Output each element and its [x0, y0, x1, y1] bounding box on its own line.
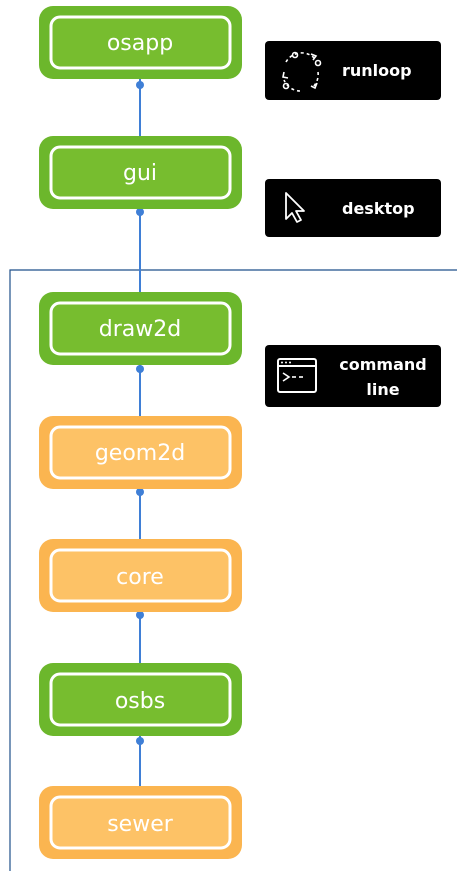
node-label: geom2d: [95, 441, 185, 466]
node-label: draw2d: [99, 317, 181, 342]
node-sewer[interactable]: sewer: [39, 786, 242, 859]
runloop-cycle-icon: [282, 51, 322, 92]
badge-command-line: command line: [265, 345, 441, 407]
node-gui[interactable]: gui: [39, 136, 242, 209]
node-label: gui: [123, 161, 157, 186]
connector-dot: [136, 81, 144, 89]
connector-dot: [136, 488, 144, 496]
mouse-pointer-icon: [285, 192, 305, 223]
badge-runloop: runloop: [265, 41, 441, 100]
node-label: core: [116, 565, 164, 590]
node-label: osapp: [107, 31, 173, 56]
connector-dot: [136, 208, 144, 216]
connector-dot: [136, 611, 144, 619]
node-geom2d[interactable]: geom2d: [39, 416, 242, 489]
node-core[interactable]: core: [39, 539, 242, 612]
badge-desktop: desktop: [265, 179, 441, 237]
layer-boundary: [9, 269, 457, 871]
node-label: sewer: [107, 812, 174, 837]
node-label: osbs: [115, 689, 165, 714]
badge-label-line1: command: [339, 355, 426, 374]
terminal-icon: [277, 358, 317, 393]
badge-label-line2: line: [366, 380, 399, 399]
connectors: [136, 78, 144, 790]
node-draw2d[interactable]: draw2d: [39, 292, 242, 365]
node-osapp[interactable]: osapp: [39, 6, 242, 79]
badge-label: runloop: [342, 61, 412, 80]
badge-label: desktop: [342, 199, 415, 218]
node-osbs[interactable]: osbs: [39, 663, 242, 736]
connector-dot: [136, 737, 144, 745]
connector-dot: [136, 365, 144, 373]
